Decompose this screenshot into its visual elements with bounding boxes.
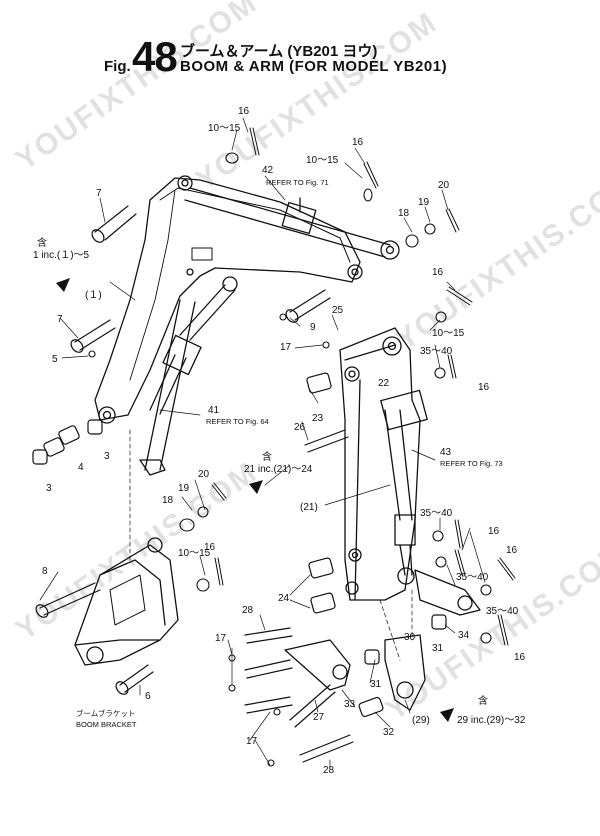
part-label: 32 <box>383 727 395 738</box>
part-label: (21) <box>300 502 318 513</box>
part-label: 10～15 <box>208 123 241 134</box>
title-japanese: ブーム＆アーム (YB201 ヨウ) <box>180 43 378 60</box>
part-label: 4 <box>78 462 84 473</box>
part-label: 20 <box>198 469 210 480</box>
boom-bracket-label-en: BOOM BRACKET <box>76 720 137 729</box>
cotter-pins <box>211 127 516 646</box>
arm-assembly <box>339 327 428 601</box>
part-label: 7 <box>96 188 102 199</box>
part-label: 7 <box>57 314 63 325</box>
part-label: 3 <box>46 483 52 494</box>
part-label: 16 <box>432 267 444 278</box>
reference-note: REFER TO Fig. 64 <box>206 417 269 426</box>
reference-note: REFER TO Fig. 73 <box>440 459 503 468</box>
triangle-markers <box>56 278 454 722</box>
leader-lines <box>39 117 486 769</box>
part-label: 16 <box>514 652 526 663</box>
part-label: 18 <box>162 495 174 506</box>
part-label: 含 <box>478 694 488 707</box>
part-label: 8 <box>42 566 48 577</box>
part-label: 33 <box>344 699 356 710</box>
part-label: 10～15 <box>178 548 211 559</box>
boom-bracket <box>74 537 179 666</box>
bucket-links <box>284 569 481 711</box>
part-label: 19 <box>418 197 430 208</box>
part-label: 42 <box>262 165 274 176</box>
part-label: 16 <box>238 106 250 117</box>
part-label: 41 <box>208 405 220 416</box>
part-label: 28 <box>323 765 335 776</box>
part-label: 16 <box>478 382 490 393</box>
part-label: 21 inc.(21)～24 <box>244 464 313 475</box>
part-label: 17 <box>215 633 227 644</box>
part-label: 35～40 <box>420 346 453 357</box>
pins <box>32 205 447 763</box>
part-label: 43 <box>440 447 452 458</box>
part-label: 16 <box>352 137 364 148</box>
part-label: (29) <box>412 715 430 726</box>
arrow-marker-icon <box>56 278 70 292</box>
part-label: 27 <box>313 712 325 723</box>
part-label: 35～40 <box>486 606 519 617</box>
part-label: 3 <box>104 451 110 462</box>
part-label: 35～40 <box>420 508 453 519</box>
washers <box>88 152 492 767</box>
part-label: (１) <box>85 290 102 301</box>
part-labels: 16 10～15 16 10～15 42 REFER TO Fig. 71 20… <box>33 106 526 776</box>
part-label: 25 <box>332 305 344 316</box>
part-label: 5 <box>52 354 58 365</box>
part-label: 19 <box>178 483 190 494</box>
part-label: 17 <box>246 736 258 747</box>
part-label: 6 <box>145 691 151 702</box>
part-label: 16 <box>488 526 500 537</box>
part-label: 1 inc.(１)～5 <box>33 250 90 261</box>
title-english: BOOM & ARM (FOR MODEL YB201) <box>180 58 448 75</box>
part-label: 17 <box>280 342 292 353</box>
part-label: 31 <box>370 679 382 690</box>
part-label: 24 <box>278 593 290 604</box>
arm-cylinder <box>184 187 400 260</box>
boom-assembly <box>94 175 363 424</box>
part-label: 30 <box>404 632 416 643</box>
arm-body <box>339 327 421 601</box>
arrow-marker-icon <box>440 708 454 722</box>
part-label: 29 inc.(29)～32 <box>457 715 526 726</box>
part-label: 16 <box>506 545 518 556</box>
arrow-marker-icon <box>249 480 263 494</box>
part-label: 20 <box>438 180 450 191</box>
part-label: 9 <box>310 322 316 333</box>
part-label: 含 <box>37 236 47 249</box>
part-label: 22 <box>378 378 390 389</box>
part-label: 31 <box>432 643 444 654</box>
fig-prefix: Fig. <box>104 58 131 75</box>
reference-note: REFER TO Fig. 71 <box>266 178 329 187</box>
part-label: 16 <box>204 542 216 553</box>
part-label: 18 <box>398 208 410 219</box>
boom-body <box>94 177 361 421</box>
part-label: 10～15 <box>432 328 465 339</box>
part-label: 34 <box>458 630 470 641</box>
boom-bracket-label-jp: ブームブラケット <box>76 708 135 718</box>
part-label: 23 <box>312 413 324 424</box>
part-label: 28 <box>242 605 254 616</box>
part-label: 含 <box>262 450 272 463</box>
fig-number: 48 <box>132 33 178 80</box>
part-label: 35～40 <box>456 572 489 583</box>
part-label: 26 <box>294 422 306 433</box>
part-label: 10～15 <box>306 155 339 166</box>
boom-cylinder-41 <box>139 299 196 476</box>
